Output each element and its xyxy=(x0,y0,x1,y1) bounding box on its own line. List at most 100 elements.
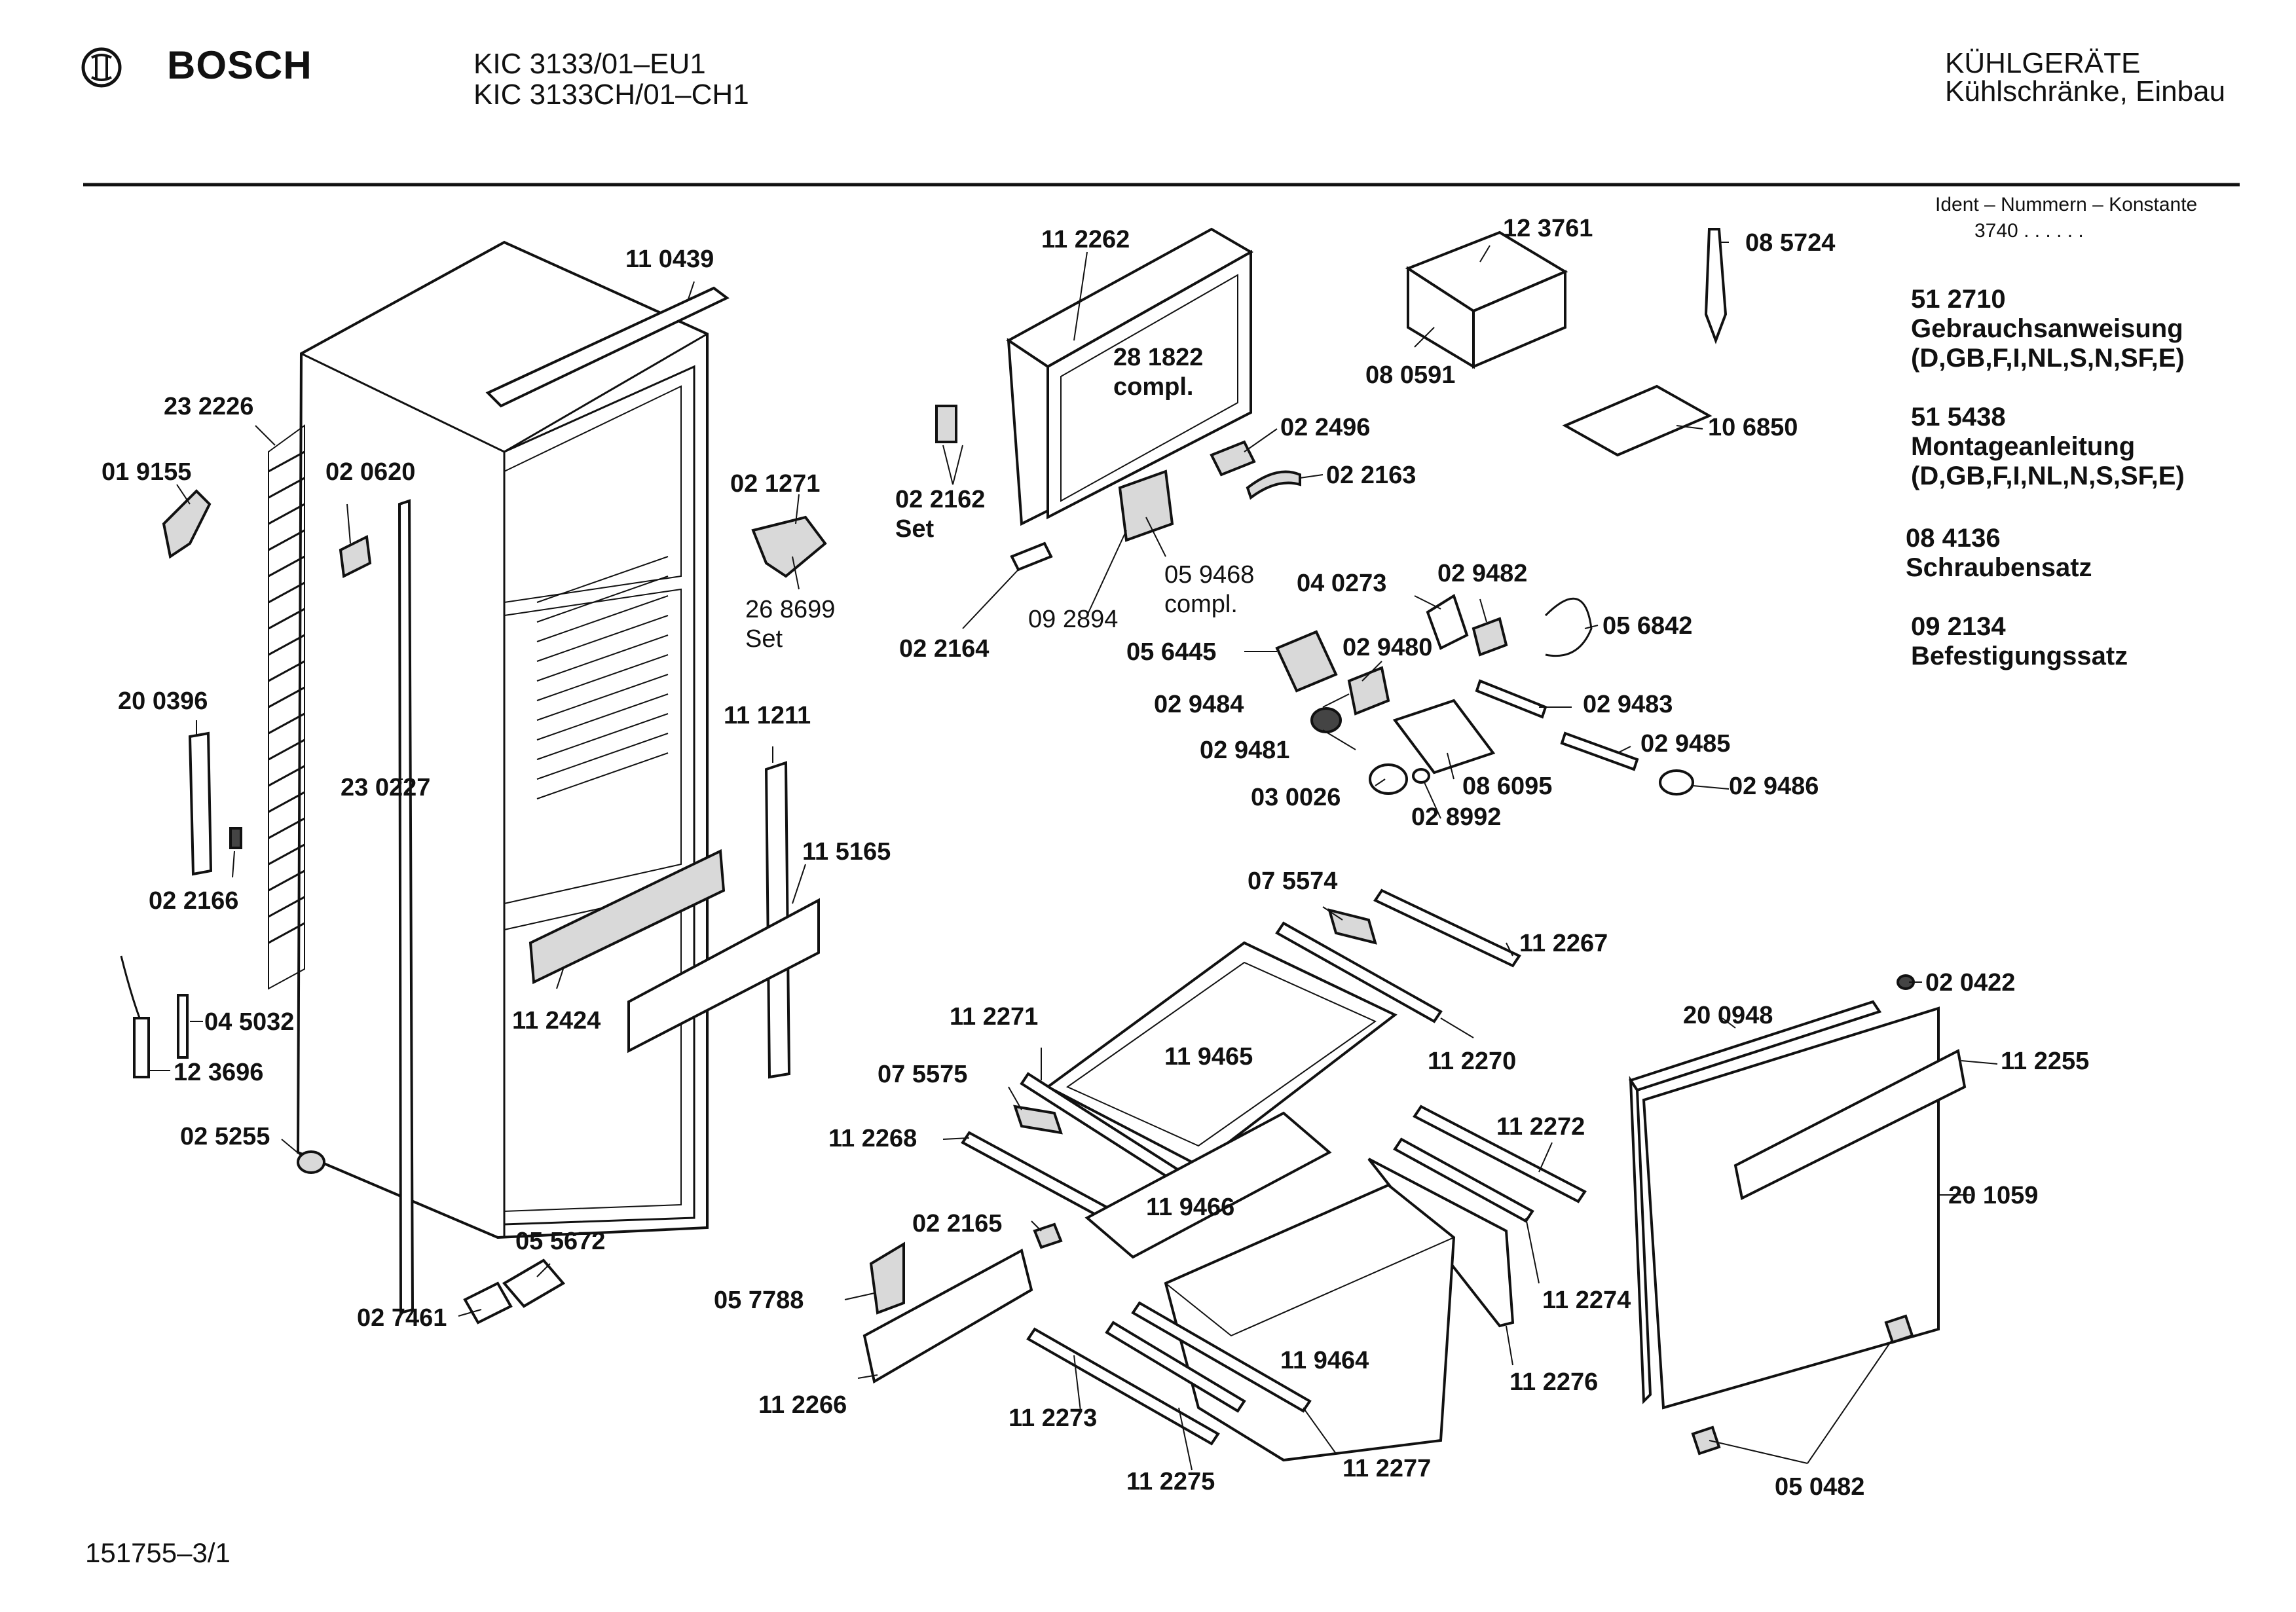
part-123696-shape xyxy=(120,955,150,1078)
part-label: 11 2270 xyxy=(1428,1048,1517,1075)
part-label: 12 3696 xyxy=(174,1059,264,1086)
part-056842-shape xyxy=(1544,597,1593,657)
part-label: 11 2262 xyxy=(1041,226,1130,253)
part-label: 20 1059 xyxy=(1948,1182,2039,1209)
part-022164-shape xyxy=(1010,541,1053,572)
part-056445-shape xyxy=(1275,630,1338,693)
part-label: 11 9466 xyxy=(1146,1194,1235,1221)
part-030026-shape xyxy=(1369,763,1408,795)
part-label: 23 2226 xyxy=(164,393,254,420)
part-label: 02 2162 xyxy=(895,486,986,513)
part-112262-shape xyxy=(1006,227,1254,526)
brand-name: BOSCH xyxy=(167,43,312,87)
part-112275-shape xyxy=(1105,1321,1246,1413)
part-label: 11 2272 xyxy=(1496,1113,1585,1141)
part-label: 05 6445 xyxy=(1126,638,1217,666)
part-label: 11 0439 xyxy=(625,246,714,273)
part-230227-shape xyxy=(398,499,415,1315)
part-label: 11 2271 xyxy=(950,1003,1039,1031)
category-title: KÜHLGERÄTE xyxy=(1945,47,2141,79)
part-label: 08 5724 xyxy=(1745,229,1836,257)
bosch-logo-icon xyxy=(81,47,122,88)
part-label: 05 5672 xyxy=(515,1228,606,1255)
part-112272-shape xyxy=(1413,1105,1587,1203)
part-110439-shape xyxy=(485,286,730,408)
part-label: 08 0591 xyxy=(1365,361,1456,389)
part-086095-shape xyxy=(1392,699,1496,775)
part-022163-shape xyxy=(1246,470,1301,500)
part-022496-shape xyxy=(1210,440,1256,477)
part-label: 02 2164 xyxy=(899,635,990,663)
part-115165-shape xyxy=(627,898,820,1053)
part-057788-shape xyxy=(869,1241,905,1315)
part-label: 02 2166 xyxy=(149,887,239,915)
drawing-code: 151755–3/1 xyxy=(85,1537,231,1568)
part-112424-shape xyxy=(528,849,726,985)
part-label: 11 2275 xyxy=(1126,1468,1215,1495)
doc-number: 08 4136 xyxy=(1906,524,2001,553)
part-119466-shape xyxy=(1084,1111,1332,1259)
doc-name: Schraubensatz xyxy=(1906,553,2092,582)
part-label: 11 2267 xyxy=(1519,930,1608,957)
part-label: 11 2277 xyxy=(1342,1455,1432,1482)
ident-title: Ident – Nummern – Konstante xyxy=(1935,194,2198,215)
part-027461-shape xyxy=(463,1281,513,1325)
doc-languages: (D,GB,F,I,NL,S,N,SF,E) xyxy=(1911,344,2185,373)
part-label: 02 9480 xyxy=(1342,634,1433,661)
part-label: 02 9481 xyxy=(1200,737,1290,764)
part-label: 23 0227 xyxy=(341,774,431,801)
ident-value: 3740 . . . . . . xyxy=(1974,220,2084,242)
doc-name: Gebrauchsanweisung xyxy=(1911,314,2183,343)
part-label: 01 9155 xyxy=(102,458,192,486)
part-020620-shape xyxy=(339,534,372,579)
part-label: 05 6842 xyxy=(1602,612,1693,640)
part-059468-shape xyxy=(1118,469,1174,542)
doc-number: 51 2710 xyxy=(1911,285,2006,314)
part-112267-shape xyxy=(1373,888,1521,968)
subcategory-title: Kühlschränke, Einbau xyxy=(1945,75,2226,107)
part-label: 02 0620 xyxy=(325,458,416,486)
part-040273-shape xyxy=(1426,593,1469,650)
leader-lines xyxy=(147,242,1998,1471)
part-label: 05 9468 xyxy=(1164,561,1255,589)
model-number-2: KIC 3133CH/01–CH1 xyxy=(473,79,749,111)
part-021271-shape xyxy=(751,515,827,578)
part-label: Set xyxy=(745,625,783,653)
part-200396-shape xyxy=(188,731,213,876)
part-label: 02 1271 xyxy=(730,470,821,498)
part-050482-shape-a xyxy=(1884,1314,1914,1344)
part-112270-shape xyxy=(1275,921,1443,1023)
part-label: 02 9484 xyxy=(1154,691,1244,718)
part-112266-shape xyxy=(862,1249,1033,1384)
part-112273-shape xyxy=(1026,1327,1220,1446)
model-number-1: KIC 3133/01–EU1 xyxy=(473,48,706,80)
part-label: 11 9465 xyxy=(1164,1043,1253,1071)
part-label: 08 6095 xyxy=(1462,773,1553,800)
part-label: 02 9483 xyxy=(1583,691,1673,718)
part-025255-shape xyxy=(297,1150,325,1174)
part-label: 11 2276 xyxy=(1509,1368,1599,1396)
part-label: 04 5032 xyxy=(204,1008,295,1036)
part-123761-shape xyxy=(1405,230,1568,369)
doc-number: 51 5438 xyxy=(1911,403,2006,431)
part-028992-shape xyxy=(1412,768,1430,784)
doc-languages: (D,GB,F,I,NL,N,S,SF,E) xyxy=(1911,462,2185,490)
part-200948-shape xyxy=(1628,1000,1882,1404)
part-232226-shape xyxy=(268,424,305,990)
part-label: 11 2266 xyxy=(758,1391,847,1419)
part-label: 11 2255 xyxy=(2001,1048,2090,1075)
part-label: compl. xyxy=(1113,373,1194,401)
part-label: 12 3761 xyxy=(1503,215,1593,242)
part-label: 03 0026 xyxy=(1251,784,1341,811)
part-label: 07 5575 xyxy=(878,1061,968,1088)
part-label: 02 0422 xyxy=(1925,969,2016,997)
part-label: 11 9464 xyxy=(1280,1347,1369,1374)
part-label: 02 2496 xyxy=(1280,414,1371,441)
part-119465-shape xyxy=(1045,941,1398,1167)
part-029486-shape xyxy=(1659,769,1694,796)
part-label: 02 9485 xyxy=(1640,730,1731,758)
part-label: 11 2424 xyxy=(512,1007,601,1035)
part-label: 04 0273 xyxy=(1297,570,1387,597)
part-label: 02 2165 xyxy=(912,1210,1003,1237)
